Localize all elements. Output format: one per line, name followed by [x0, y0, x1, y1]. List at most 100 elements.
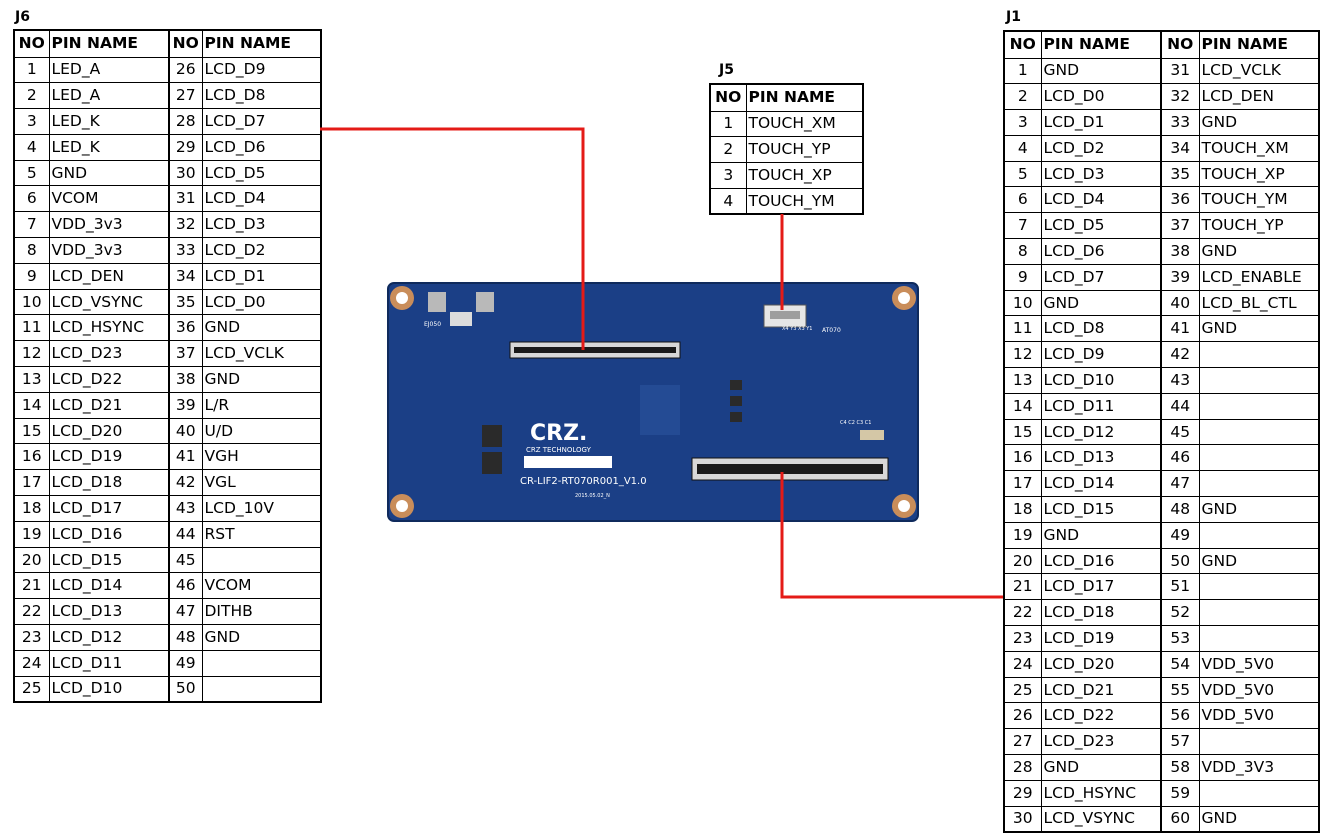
board-marking-pins: X4 Y3 X3 Y1: [782, 326, 812, 332]
pin-number: 2: [709, 136, 747, 164]
pin-number: 15: [13, 417, 50, 445]
pin-number: 27: [1003, 728, 1042, 756]
pin-name: [1198, 444, 1320, 472]
pin-number: 2: [1003, 83, 1042, 111]
pin-name: U/D: [201, 417, 322, 445]
pin-number: 7: [1003, 212, 1042, 240]
pin-name: LCD_D3: [1040, 160, 1162, 188]
pin-name: LCD_D20: [1040, 650, 1162, 678]
board-marking-cap: C4 C2 C3 C1: [840, 420, 871, 426]
pin-name: [1198, 779, 1320, 807]
wire-j1: [780, 472, 1003, 599]
pin-number: 34: [168, 262, 203, 290]
pin-name: LED_K: [48, 108, 170, 135]
j5-title: J5: [719, 62, 734, 78]
pin-name: LCD_VCLK: [201, 340, 322, 368]
pin-number: 47: [168, 598, 203, 626]
j1-header-name-left: PIN NAME: [1040, 30, 1162, 59]
pin-number: 41: [168, 443, 203, 471]
pin-name: LCD_D23: [48, 340, 170, 368]
pin-name: LCD_D10: [48, 675, 170, 703]
pin-name: TOUCH_YM: [745, 187, 864, 215]
pin-name: [1198, 470, 1320, 498]
pin-name: LCD_D23: [1040, 728, 1162, 756]
j6-header-name-left: PIN NAME: [48, 29, 170, 58]
pin-name: RST: [201, 520, 322, 548]
pin-number: 35: [168, 288, 203, 316]
pin-number: 17: [1003, 470, 1042, 498]
pin-name: LCD_D21: [48, 391, 170, 419]
pin-name: GND: [1040, 289, 1162, 317]
pin-name: LED_K: [48, 133, 170, 161]
pin-name: LCD_D6: [201, 133, 322, 161]
pin-number: 39: [168, 391, 203, 419]
pin-name: [1198, 599, 1320, 627]
pin-name: VGH: [201, 443, 322, 471]
pin-name: [201, 675, 322, 703]
pin-number: 30: [1003, 805, 1042, 833]
pin-name: TOUCH_YM: [1198, 186, 1320, 214]
pin-number: 33: [1160, 109, 1200, 136]
pin-name: [1198, 367, 1320, 394]
pin-number: 15: [1003, 418, 1042, 446]
pin-number: 18: [1003, 496, 1042, 523]
pin-name: LCD_D0: [1040, 83, 1162, 111]
pin-name: GND: [1198, 315, 1320, 343]
pin-name: TOUCH_XM: [745, 110, 864, 138]
pin-number: 5: [1003, 160, 1042, 188]
pin-number: 32: [168, 211, 203, 239]
board-marking-at: AT070: [822, 327, 841, 334]
j6-header-no-left: NO: [13, 29, 50, 58]
pad-icon: [476, 292, 494, 312]
pin-number: 38: [1160, 238, 1200, 265]
barcode-label: [524, 456, 612, 468]
pin-name: LCD_D16: [48, 520, 170, 548]
pin-name: LCD_D2: [201, 237, 322, 264]
pin-name: GND: [201, 314, 322, 342]
pin-name: LCD_D22: [1040, 702, 1162, 730]
pin-number: 14: [13, 391, 50, 419]
board-date: 2015.05.02_N: [575, 493, 610, 499]
pin-number: 1: [1003, 57, 1042, 85]
pin-name: VDD_5V0: [1198, 702, 1320, 730]
pin-name: LCD_D15: [48, 546, 170, 574]
pin-number: 48: [1160, 496, 1200, 523]
pcb-board: CRZ. CRZ TECHNOLOGY CR-LIF2-RT070R001_V1…: [387, 282, 919, 522]
board-logo: CRZ.: [530, 421, 587, 446]
pin-name: GND: [1198, 238, 1320, 265]
pin-name: LCD_ENABLE: [1198, 263, 1320, 291]
pin-name: [201, 649, 322, 677]
pin-name: LCD_D15: [1040, 496, 1162, 523]
pin-name: LCD_VSYNC: [1040, 805, 1162, 833]
j1-title: J1: [1006, 9, 1021, 25]
pin-name: LED_A: [48, 56, 170, 84]
pin-name: GND: [1198, 496, 1320, 523]
pin-number: 43: [1160, 367, 1200, 394]
pin-number: 60: [1160, 805, 1200, 833]
pin-name: VDD_5V0: [1198, 650, 1320, 678]
pin-number: 1: [13, 56, 50, 84]
pin-number: 22: [13, 598, 50, 626]
